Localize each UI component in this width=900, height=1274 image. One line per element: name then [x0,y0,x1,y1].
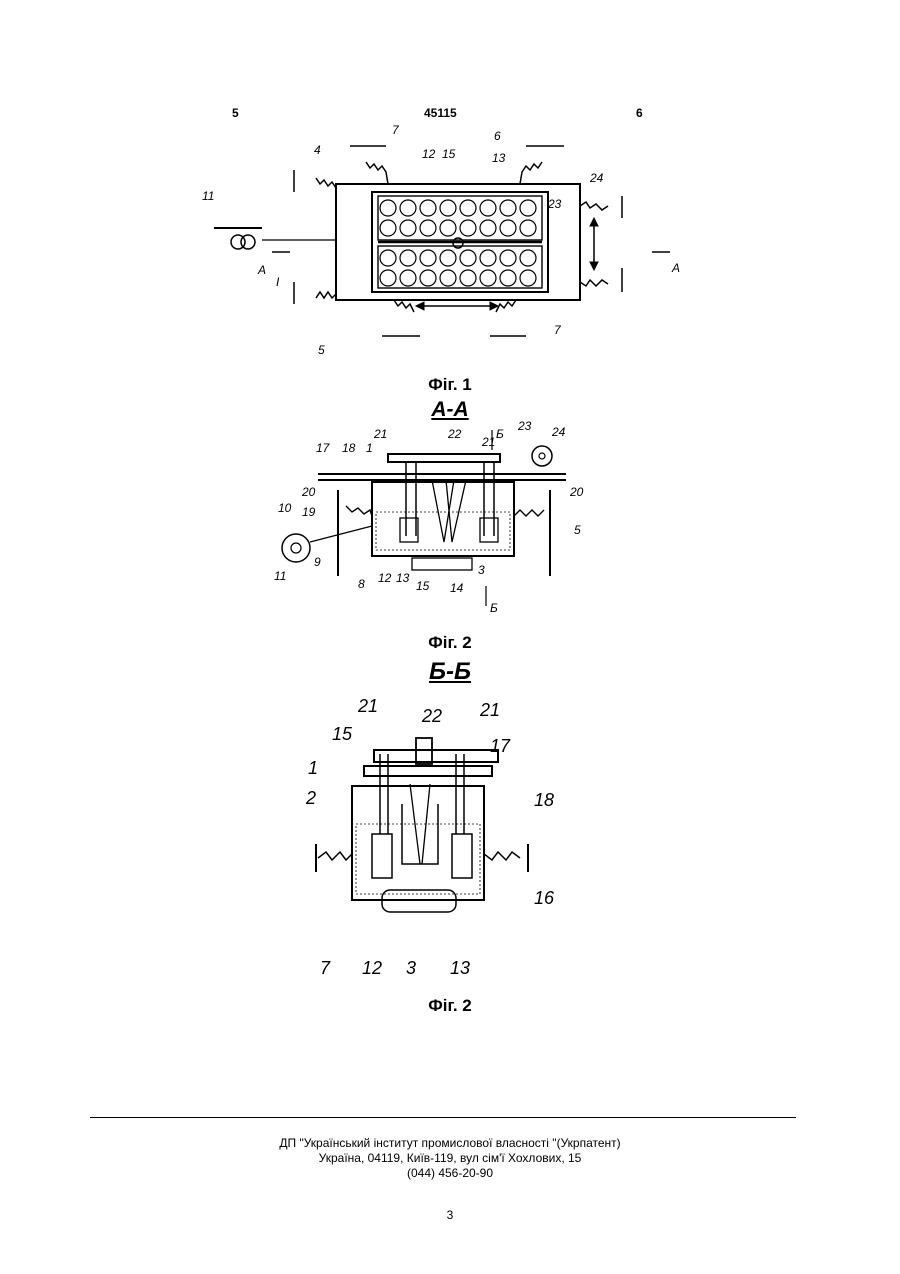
svg-text:13: 13 [492,151,506,165]
svg-text:18: 18 [342,441,356,455]
figure-2-section-a-a: 21 22 21 Б 23 24 17 18 1 20 20 5 10 19 9… [260,416,600,622]
figure-1-caption: Фіг. 1 [0,375,900,395]
figure-1-drawing: 7 12 15 13 6 4 24 11 23 A I A 5 7 [190,122,710,362]
svg-text:24: 24 [589,171,604,185]
svg-text:11: 11 [274,569,286,583]
svg-text:7: 7 [320,958,331,978]
svg-text:Б: Б [490,601,498,615]
svg-text:17: 17 [316,441,331,455]
svg-text:9: 9 [314,555,321,569]
svg-text:22: 22 [421,706,442,726]
drum-row-top [380,200,536,236]
svg-text:14: 14 [450,581,464,595]
svg-text:21: 21 [373,427,387,441]
figure-2-bottom-caption: Фіг. 2 [0,996,900,1016]
svg-text:18: 18 [534,790,554,810]
svg-text:15: 15 [442,147,456,161]
svg-text:5: 5 [318,343,325,357]
svg-text:5: 5 [574,523,581,537]
column-number-left: 5 [232,106,239,120]
svg-text:11: 11 [202,189,214,203]
svg-text:7: 7 [392,123,400,137]
address-line: Україна, 04119, Київ-119, вул сім'ї Хохл… [0,1151,900,1166]
svg-text:A: A [671,261,680,275]
svg-text:1: 1 [308,758,318,778]
svg-text:3: 3 [478,563,485,577]
figure-2-caption: Фіг. 2 [0,633,900,653]
svg-text:19: 19 [302,505,316,519]
svg-text:2: 2 [305,788,316,808]
svg-text:Б: Б [496,427,504,441]
svg-text:12: 12 [378,571,392,585]
svg-text:13: 13 [450,958,470,978]
column-number-right: 6 [636,106,643,120]
publisher-line: ДП "Український інститут промислової вла… [0,1136,900,1151]
svg-text:17: 17 [490,736,511,756]
svg-text:10: 10 [278,501,292,515]
svg-text:22: 22 [447,427,462,441]
svg-text:24: 24 [551,425,566,439]
page-number: 3 [0,1208,900,1223]
drum-row-bottom [380,250,536,286]
svg-text:1: 1 [366,441,373,455]
patent-number: 45115 [424,106,457,120]
svg-text:6: 6 [494,129,501,143]
svg-text:7: 7 [554,323,562,337]
svg-text:23: 23 [517,419,532,433]
svg-text:A: A [257,263,266,277]
svg-text:12: 12 [362,958,382,978]
svg-text:23: 23 [547,197,562,211]
svg-text:21: 21 [481,435,495,449]
footer-divider [90,1117,796,1118]
svg-text:8: 8 [358,577,365,591]
svg-text:3: 3 [406,958,416,978]
svg-text:15: 15 [332,724,353,744]
svg-text:21: 21 [357,696,378,716]
svg-text:12: 12 [422,147,436,161]
svg-text:16: 16 [534,888,555,908]
svg-text:13: 13 [396,571,410,585]
figure-2-section-b-b: 21 22 21 15 17 1 2 18 16 7 12 3 13 [298,694,570,984]
section-b-b-title: Б-Б [0,658,900,686]
svg-text:20: 20 [569,485,584,499]
svg-text:20: 20 [301,485,316,499]
svg-text:15: 15 [416,579,430,593]
svg-text:21: 21 [479,700,500,720]
tank [372,482,514,556]
phone-line: (044) 456-20-90 [0,1166,900,1181]
svg-text:I: I [276,275,280,289]
svg-text:4: 4 [314,143,321,157]
figure-2-a-a-labels: 21 22 21 Б 23 24 17 18 1 20 20 5 10 19 9… [274,419,584,615]
